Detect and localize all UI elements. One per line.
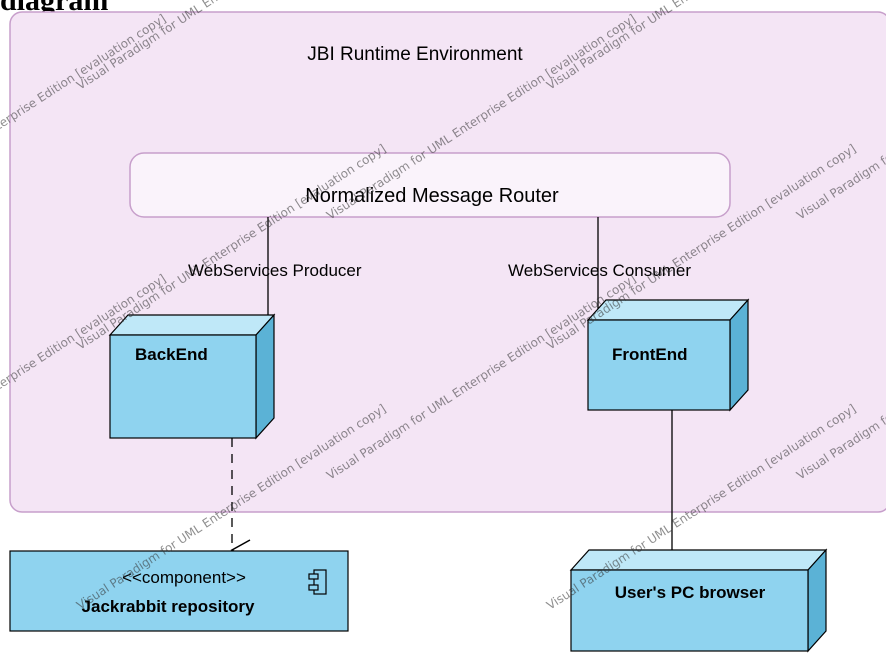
- consumer-label: WebServices Consumer: [508, 261, 691, 280]
- environment-label: JBI Runtime Environment: [307, 44, 523, 65]
- backend-label: BackEnd: [135, 345, 208, 364]
- frontend-label: FrontEnd: [612, 345, 688, 364]
- normalized-message-router[interactable]: [129, 152, 731, 218]
- component-name: Jackrabbit repository: [82, 597, 255, 616]
- component-icon: [308, 569, 327, 595]
- backend-node[interactable]: BackEnd: [108, 313, 276, 440]
- jackrabbit-component[interactable]: <<component>> Jackrabbit repository: [9, 550, 349, 632]
- router-label: Normalized Message Router: [305, 185, 559, 207]
- frontend-node[interactable]: FrontEnd: [586, 298, 750, 412]
- component-stereotype: <<component>>: [122, 568, 246, 587]
- browser-label: User's PC browser: [615, 583, 766, 602]
- producer-label: WebServices Producer: [188, 261, 362, 280]
- browser-node[interactable]: User's PC browser: [569, 548, 828, 653]
